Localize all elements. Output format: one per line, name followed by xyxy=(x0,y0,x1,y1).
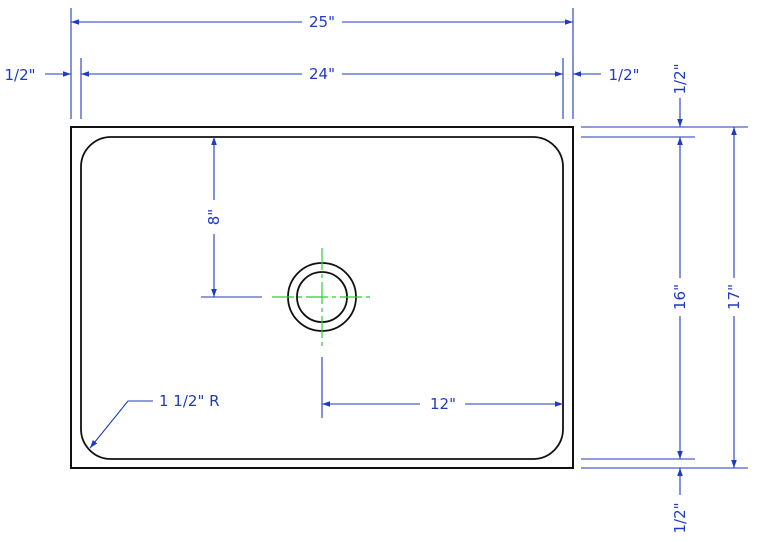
drain-centerlines xyxy=(272,248,370,346)
dimension-lines xyxy=(45,19,737,495)
corner-radius-label: 1 1/2" R xyxy=(159,392,220,410)
sink-inner-bowl xyxy=(80,136,564,460)
overall-width-label: 25" xyxy=(309,13,335,31)
overall-height-label: 17" xyxy=(725,284,743,310)
drain-from-top-label: 8" xyxy=(205,209,223,225)
inner-width-label: 24" xyxy=(309,65,335,83)
extension-lines xyxy=(70,8,748,469)
inner-height-label: 16" xyxy=(671,284,689,310)
top-margin-label: 1/2" xyxy=(671,63,689,94)
left-margin-label: 1/2" xyxy=(4,66,35,84)
right-margin-label: 1/2" xyxy=(608,66,639,84)
bottom-margin-label: 1/2" xyxy=(671,502,689,533)
sink-outer-outline xyxy=(70,126,574,469)
drain-from-right-label: 12" xyxy=(430,395,456,413)
